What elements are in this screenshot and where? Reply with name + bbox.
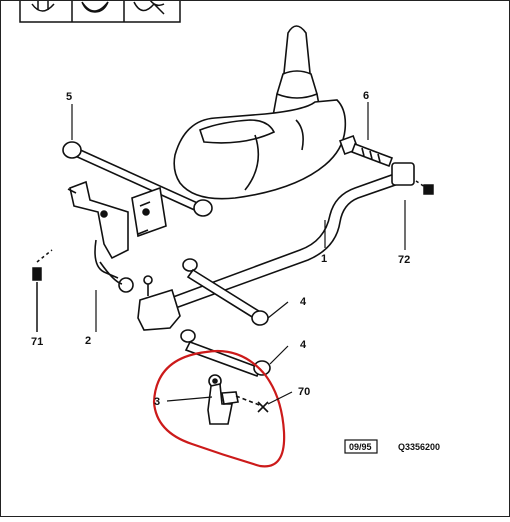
callout-2: 2 <box>85 335 91 347</box>
bushing-5a <box>62 141 82 159</box>
callout-1: 1 <box>321 253 327 265</box>
callout-70: 70 <box>298 386 310 398</box>
thumbnail-strip <box>19 0 181 23</box>
thumbnail-box-outline <box>19 0 181 23</box>
bushing-4b <box>253 360 271 376</box>
callout-71: 71 <box>31 336 43 348</box>
link-rod-5 <box>62 141 213 217</box>
callout-5: 5 <box>66 91 72 103</box>
callout-labels: 5 6 1 72 71 2 4 4 3 70 <box>31 90 410 408</box>
lever-3 <box>207 374 263 425</box>
callout-72: 72 <box>398 254 410 266</box>
fastener-71 <box>32 249 53 332</box>
rod-end-clevis <box>391 162 415 186</box>
callout-3: 3 <box>154 396 160 408</box>
linkage-block <box>137 288 181 331</box>
gear-knob-assembly <box>173 25 347 200</box>
bracket-assembly-2 <box>67 180 167 293</box>
date-code-box <box>344 439 378 454</box>
bolt-6 <box>339 135 394 168</box>
bushing-4a-top <box>182 258 198 272</box>
figure-reference: Q3356200 <box>398 442 440 452</box>
callout-6: 6 <box>363 90 369 102</box>
bracket-ball <box>118 277 134 293</box>
annotation-circle <box>152 350 286 468</box>
fastener-72 <box>415 180 434 195</box>
leader-lines <box>71 102 406 405</box>
cross-mark-70 <box>257 401 269 413</box>
bushing-5b <box>193 199 213 217</box>
callout-4-upper: 4 <box>300 296 307 308</box>
date-code: 09/95 <box>349 442 372 452</box>
bushing-4b-top <box>180 329 196 343</box>
figure-footer: 09/95 Q3356200 <box>344 439 440 454</box>
callout-4-lower: 4 <box>300 339 307 351</box>
central-linkage <box>137 258 271 378</box>
link-rod-4b <box>184 341 262 378</box>
